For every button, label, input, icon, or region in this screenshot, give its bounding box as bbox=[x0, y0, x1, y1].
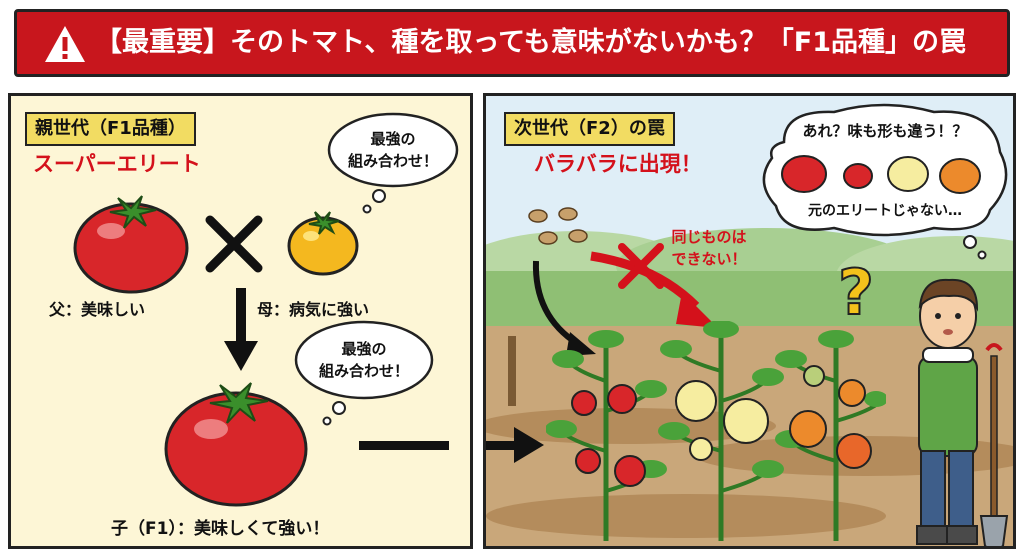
bubble-top-line2: 組み合わせ！ bbox=[347, 152, 438, 170]
bubble-mid-line2: 組み合わせ！ bbox=[318, 362, 409, 380]
title-banner: 【最重要】そのトマト、種を取っても意味がないかも？「F1品種」の罠 bbox=[14, 9, 1010, 77]
bubble-top-line1: 最強の bbox=[370, 130, 416, 148]
child-caption: 子（F1）：美味しくて強い！ bbox=[111, 519, 330, 539]
right-arrow-icon bbox=[359, 441, 449, 450]
right-arrow-head-icon bbox=[486, 427, 544, 463]
left-panel: 親世代（F1品種） スーパーエリート 父：美味しい 母：病気に強い 最強の 組み… bbox=[8, 93, 473, 549]
father-caption: 父：美味しい bbox=[49, 300, 146, 319]
warning-icon bbox=[45, 26, 85, 62]
thought-top-text: あれ？味も形も違う！？ bbox=[802, 122, 968, 140]
speech-bubble-mid bbox=[294, 320, 434, 426]
father-tomato-icon bbox=[73, 195, 189, 294]
cross-mark-icon bbox=[205, 215, 263, 273]
child-tomato-icon bbox=[164, 382, 308, 507]
thought-bubble bbox=[762, 103, 1008, 260]
mother-caption: 母：病気に強い bbox=[257, 300, 370, 319]
bubble-mid-line1: 最強の bbox=[341, 340, 387, 358]
seed-arrow-icon bbox=[532, 260, 596, 356]
cannot-make-line1: 同じものは bbox=[671, 228, 747, 246]
down-arrow-icon bbox=[224, 288, 258, 371]
tomato-plants bbox=[546, 321, 886, 541]
red-cross-icon bbox=[618, 243, 664, 289]
question-mark-icon: ? bbox=[837, 255, 875, 330]
next-generation-label: 次世代（F2）の罠 bbox=[504, 112, 675, 146]
super-elite-subtitle: スーパーエリート bbox=[33, 152, 201, 176]
confused-farmer bbox=[916, 278, 1009, 546]
scattered-subtitle: バラバラに出現！ bbox=[534, 152, 702, 176]
banner-title: 【最重要】そのトマト、種を取っても意味がないかも？「F1品種」の罠 bbox=[95, 27, 966, 58]
speech-bubble-top bbox=[327, 112, 459, 214]
right-panel: 次世代（F2）の罠 バラバラに出現！ 同じものは できない！ あれ？味も形も違う… bbox=[483, 93, 1016, 549]
seeds-icon bbox=[528, 207, 588, 245]
parent-generation-label: 親世代（F1品種） bbox=[25, 112, 196, 146]
cannot-make-line2: できない！ bbox=[671, 250, 747, 268]
thought-bottom-text: 元のエリートじゃない… bbox=[808, 203, 962, 219]
mother-tomato-icon bbox=[287, 211, 359, 276]
